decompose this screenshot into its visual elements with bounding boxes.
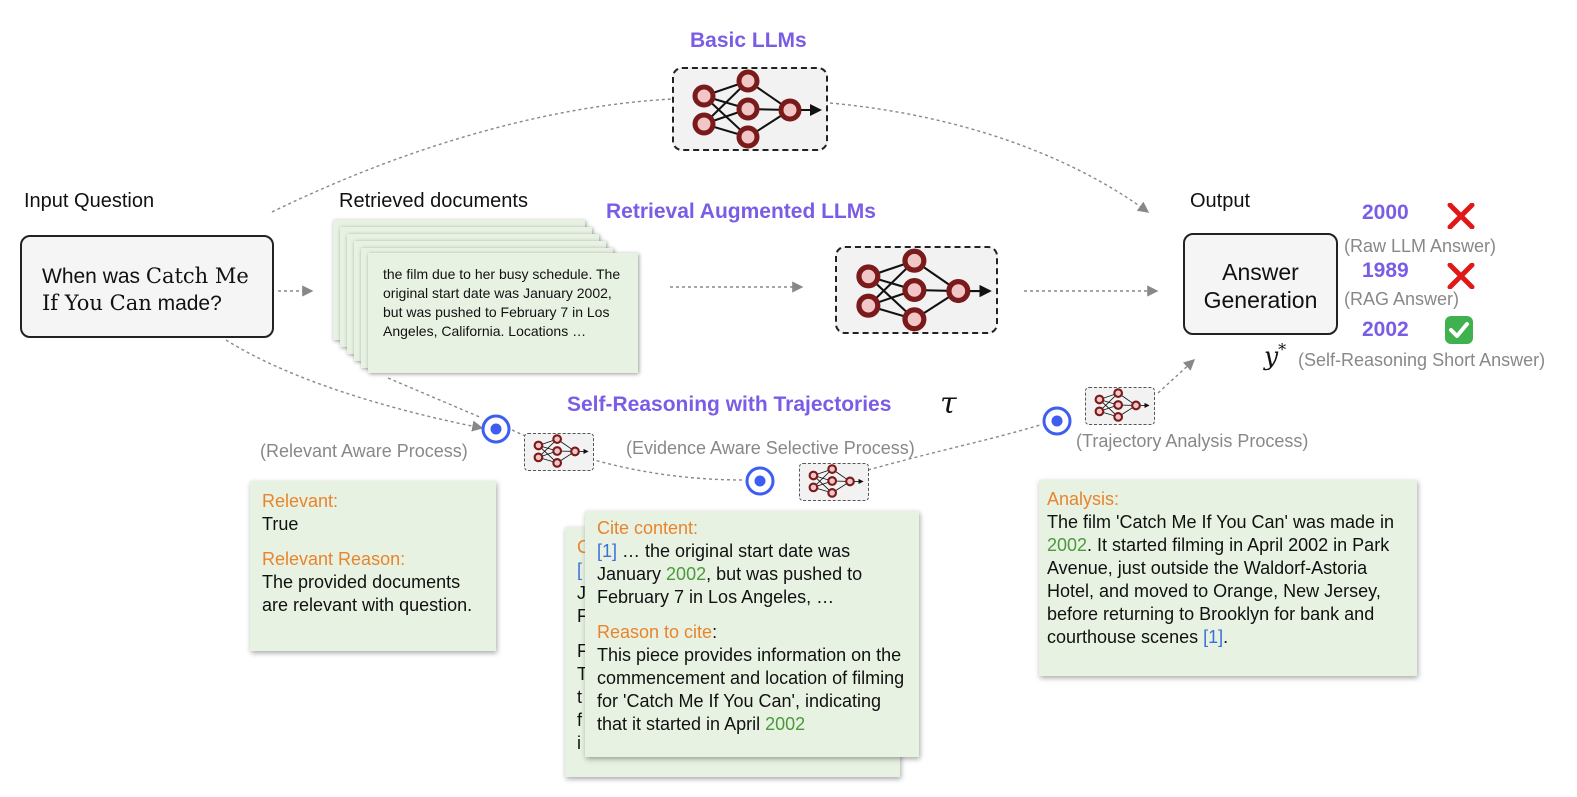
- back-letter-5: F: [577, 641, 588, 661]
- self-reasoning-answer-value: 2002: [1362, 318, 1409, 341]
- basic-llms-title: Basic LLMs: [690, 29, 807, 52]
- output-label: Output: [1190, 190, 1251, 212]
- y-star-symbol: y*: [1264, 340, 1287, 371]
- relevant-reason-heading: Relevant Reason:: [262, 549, 406, 569]
- retrieved-document-text: the film due to her busy schedule. The o…: [368, 253, 638, 373]
- analysis-year: 2002: [1047, 535, 1088, 555]
- cite-ref: [1]: [597, 541, 618, 561]
- relevant-network-icon: [524, 433, 594, 471]
- reason-year: 2002: [765, 714, 806, 734]
- analysis-ref: [1]: [1203, 627, 1224, 647]
- arrow-input-to-relevant: [225, 339, 484, 432]
- analysis-card: Analysis: The film 'Catch Me If You Can'…: [1039, 480, 1417, 676]
- tau-symbol: τ: [940, 386, 957, 421]
- back-letter-2: [: [577, 560, 583, 580]
- rag-llms-title: Retrieval Augmented LLMs: [606, 200, 876, 223]
- arc-evidence-to-trajectory: [867, 424, 1041, 471]
- cross-icon: [1447, 263, 1475, 289]
- answer-generation-box: Answer Generation: [1183, 233, 1338, 335]
- trajectory-network-icon: [1085, 387, 1155, 425]
- relevant-process-marker-icon: [481, 414, 511, 444]
- back-letter-4: F: [577, 606, 588, 626]
- cross-icon: [1447, 203, 1475, 229]
- relevant-value: True: [262, 514, 299, 534]
- question-title-a: Catch Me: [145, 264, 249, 288]
- input-question-label: Input Question: [24, 190, 155, 212]
- cite-year: 2002: [666, 564, 707, 584]
- arc-input-to-basic: [271, 98, 673, 213]
- cite-content-text: [1] … the original start date was Januar…: [597, 541, 863, 607]
- back-letter-3: J: [577, 583, 586, 603]
- reason-to-cite-text: This piece provides information on the c…: [597, 645, 905, 734]
- back-letter-6: T: [577, 664, 588, 684]
- rag-answer-note: (RAG Answer): [1344, 289, 1460, 309]
- input-question-box: When was Catch Me If You Can made?: [20, 235, 274, 338]
- evidence-process-marker-icon: [745, 466, 775, 496]
- relevant-card: Relevant: True Relevant Reason: The prov…: [250, 481, 496, 651]
- relevant-heading: Relevant:: [262, 491, 339, 511]
- reason-to-cite-heading: Reason to cite:: [597, 622, 718, 642]
- question-text-a: When was: [42, 265, 146, 288]
- raw-llm-answer-value: 2000: [1362, 201, 1409, 224]
- answer-generation-line1: Answer: [1222, 259, 1299, 285]
- relevant-process-label: (Relevant Aware Process): [260, 441, 468, 461]
- check-icon: [1445, 316, 1473, 344]
- trajectory-process-label: (Trajectory Analysis Process): [1076, 431, 1309, 451]
- arc-basic-to-output: [829, 102, 1150, 213]
- question-text-b: made?: [151, 292, 222, 315]
- back-letter-8: f: [577, 710, 583, 730]
- retrieved-documents-label: Retrieved documents: [339, 190, 528, 212]
- analysis-text: The film 'Catch Me If You Can' was made …: [1047, 512, 1395, 647]
- analysis-heading: Analysis:: [1047, 489, 1120, 509]
- rag-llm-network-icon: [835, 246, 998, 334]
- evidence-network-icon: [799, 463, 869, 501]
- raw-llm-answer-note: (Raw LLM Answer): [1344, 236, 1497, 256]
- relevant-reason-value: The provided documents are relevant with…: [262, 572, 473, 615]
- cite-card: Cite content: [1] … the original start d…: [585, 511, 919, 757]
- answer-generation-line2: Generation: [1203, 287, 1318, 313]
- self-reasoning-title: Self-Reasoning with Trajectories: [567, 393, 892, 416]
- trajectory-process-marker-icon: [1042, 406, 1072, 436]
- cite-content-heading: Cite content:: [597, 518, 699, 538]
- arrow-docs-to-relevant: [387, 377, 483, 419]
- back-letter-7: t: [577, 687, 583, 707]
- arrow-trajectory-to-output: [1157, 359, 1196, 394]
- evidence-process-label: (Evidence Aware Selective Process): [626, 438, 915, 458]
- self-reasoning-answer-note: (Self-Reasoning Short Answer): [1298, 350, 1546, 370]
- rag-answer-value: 1989: [1362, 259, 1409, 282]
- basic-llm-network-icon: [672, 67, 828, 151]
- back-letter-9: i: [577, 733, 581, 753]
- question-title-b: If You Can: [42, 291, 152, 315]
